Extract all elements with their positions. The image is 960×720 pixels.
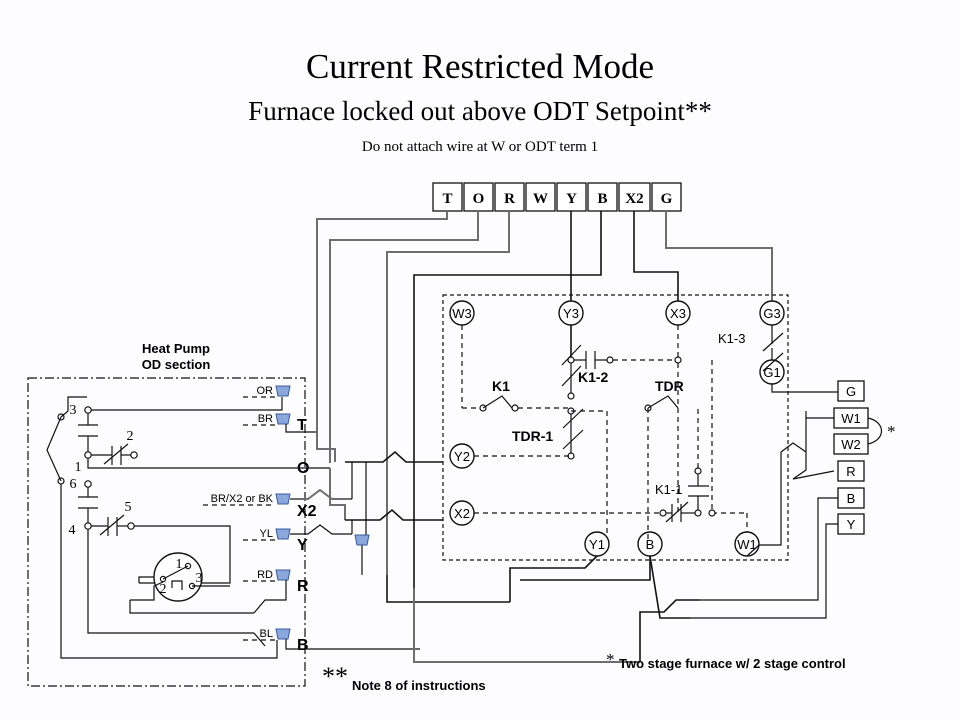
wire-label-BR: BR	[258, 413, 273, 425]
thermostat-terminal-O[interactable]: O	[473, 191, 485, 207]
relay-label-K1-1: K1-1	[655, 482, 682, 497]
board-node-Y3[interactable]: Y3	[563, 306, 579, 321]
furnace-terminal-G[interactable]: G	[846, 384, 856, 399]
furnace-terminal-strip: G W1 W2 R B Y *	[833, 380, 896, 535]
rotary-terminal-2: 2	[160, 582, 167, 597]
hp-terminal-Y[interactable]: Y	[297, 537, 308, 554]
mid-bus-wiring	[290, 411, 640, 663]
footnote-single-star-text: Two stage furnace w/ 2 stage control	[619, 656, 846, 671]
wire-label-RD: RD	[257, 569, 273, 581]
wire-label-BR-X2-or-BK: BR/X2 or BK	[211, 493, 274, 505]
board-node-B[interactable]: B	[646, 537, 655, 552]
control-board-boundary	[442, 294, 789, 561]
relay-label-TDR-1: TDR-1	[512, 428, 553, 444]
board-node-G1[interactable]: G1	[763, 365, 780, 380]
wire-label-OR: OR	[257, 385, 274, 397]
heat-pump-internals: 3 1 2 6 4 5	[46, 396, 286, 659]
thermostat-terminal-R[interactable]: R	[504, 191, 515, 207]
board-node-X3[interactable]: X3	[670, 306, 686, 321]
thermostat-terminal-G[interactable]: G	[661, 191, 673, 207]
heat-pump-title-line1: Heat Pump	[142, 341, 210, 356]
thermostat-terminal-Y[interactable]: Y	[566, 191, 577, 207]
board-node-Y2[interactable]: Y2	[454, 449, 470, 464]
board-node-W3[interactable]: W3	[452, 306, 472, 321]
wire-label-BL: BL	[260, 628, 273, 640]
furnace-terminal-B[interactable]: B	[847, 491, 856, 506]
control-board-nodes: W3 Y3 X3 G3 G1 Y2 X2 Y1 B W1	[449, 300, 785, 557]
rotary-terminal-3: 3	[196, 571, 203, 586]
footnote-single-star-mark: *	[606, 650, 615, 669]
footnote-double-star-mark: **	[322, 662, 348, 691]
board-node-X2[interactable]: X2	[454, 506, 470, 521]
hp-contact-number-1: 1	[75, 460, 82, 475]
thermostat-terminal-B[interactable]: B	[597, 191, 607, 207]
hp-contact-number-3: 3	[70, 403, 77, 418]
board-node-G3[interactable]: G3	[763, 306, 780, 321]
board-node-Y1[interactable]: Y1	[589, 537, 605, 552]
relay-label-K1-3: K1-3	[718, 331, 745, 346]
wiring-top	[316, 211, 773, 588]
board-node-W1[interactable]: W1	[737, 537, 757, 552]
page-subtitle: Furnace locked out above ODT Setpoint**	[248, 96, 712, 126]
hp-terminal-T[interactable]: T	[297, 417, 307, 434]
relay-label-TDR: TDR	[655, 378, 684, 394]
hp-contact-number-6: 6	[70, 477, 77, 492]
control-board-circuitry: K1 K1-2 TDR-1	[461, 325, 850, 540]
footnote-double-star-text: Note 8 of instructions	[352, 678, 486, 693]
furnace-terminal-R[interactable]: R	[846, 464, 855, 479]
hp-terminal-R[interactable]: R	[297, 578, 309, 595]
wire-label-YL: YL	[260, 528, 273, 540]
page-note: Do not attach wire at W or ODT term 1	[362, 139, 598, 155]
heat-pump-title-line2: OD section	[142, 357, 211, 372]
hp-contact-number-2: 2	[127, 429, 134, 444]
furnace-terminal-W2[interactable]: W2	[841, 437, 861, 452]
rotary-terminal-1: 1	[176, 557, 183, 572]
page-title: Current Restricted Mode	[306, 47, 654, 86]
thermostat-terminal-T[interactable]: T	[442, 191, 452, 207]
relay-label-K1: K1	[492, 378, 510, 394]
jumper-asterisk: *	[887, 422, 896, 441]
thermostat-terminal-W[interactable]: W	[533, 191, 548, 207]
hp-terminal-B[interactable]: B	[297, 637, 309, 654]
thermostat-terminal-X2[interactable]: X2	[625, 191, 643, 207]
heat-pump-boundary	[27, 377, 306, 687]
hp-contact-number-4: 4	[69, 523, 76, 538]
furnace-terminal-Y[interactable]: Y	[847, 517, 856, 532]
relay-label-K1-2: K1-2	[578, 369, 609, 385]
thermostat-terminal-strip: T O R W Y B X2 G	[432, 182, 682, 212]
heat-pump-terminals: OR BR T O BR/X2 or BK X2 YL Y RD R BL B	[203, 385, 420, 654]
furnace-terminal-W1[interactable]: W1	[841, 411, 861, 426]
hp-terminal-X2[interactable]: X2	[297, 503, 317, 520]
hp-contact-number-5: 5	[125, 500, 132, 515]
furnace-wiring	[509, 411, 838, 662]
